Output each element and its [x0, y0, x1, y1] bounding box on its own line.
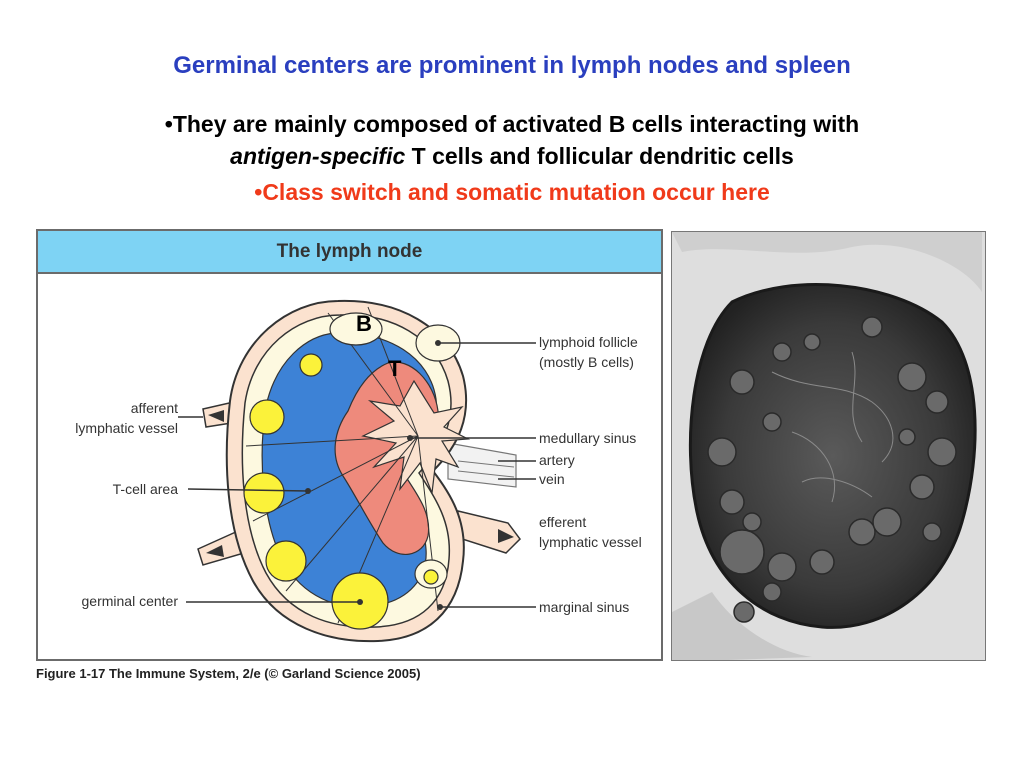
germinal-center-small	[299, 353, 323, 377]
germinal-center-tiny	[423, 569, 439, 585]
micrograph-image	[672, 232, 985, 660]
label-vein: vein	[539, 471, 565, 487]
germinal-center-2	[243, 472, 285, 514]
afferent-arrow-bottom	[206, 545, 224, 557]
lymph-node-diagram: B T afferent lymphatic vessel T-cell are…	[75, 299, 642, 643]
slide-title: Germinal centers are prominent in lymph …	[173, 52, 851, 79]
label-efferent-vessel: lymphatic vessel	[539, 534, 642, 550]
bullet-b-cells-line2-rest: T cells and follicular dendritic cells	[405, 143, 794, 169]
germinal-center-3	[265, 540, 307, 582]
artery-vein-shape	[447, 442, 517, 488]
lymph-node-figure: The lymph node	[36, 229, 663, 661]
label-mostly-b-cells: (mostly B cells)	[539, 354, 634, 370]
efferent-arrow	[498, 529, 514, 543]
label-t-cell-area: T-cell area	[113, 481, 179, 497]
efferent-vessel-shape	[455, 510, 521, 554]
bullet-class-switch: •Class switch and somatic mutation occur…	[254, 179, 770, 205]
label-afferent-vessel: lymphatic vessel	[75, 420, 178, 436]
afferent-arrow-top	[208, 410, 224, 422]
marker-t: T	[388, 356, 402, 381]
lymph-node-micrograph	[671, 231, 986, 661]
figure-caption: Figure 1-17 The Immune System, 2/e (© Ga…	[36, 666, 421, 681]
germinal-center-1	[249, 399, 285, 435]
label-marginal-sinus: marginal sinus	[539, 599, 629, 615]
label-artery: artery	[539, 452, 575, 468]
label-medullary-sinus: medullary sinus	[539, 430, 636, 446]
label-germinal-center: germinal center	[82, 593, 179, 609]
bullet-b-cells-line2: antigen-specific T cells and follicular …	[0, 140, 1024, 172]
bullet-b-cells: •They are mainly composed of activated B…	[0, 108, 1024, 172]
label-lymphoid-follicle: lymphoid follicle	[539, 334, 638, 350]
label-efferent: efferent	[539, 514, 586, 530]
antigen-specific-text: antigen-specific	[230, 143, 406, 169]
marker-b: B	[356, 311, 372, 336]
figure-header: The lymph node	[38, 231, 661, 274]
lymphoid-follicle-top	[329, 312, 383, 346]
label-afferent: afferent	[131, 400, 178, 416]
bullet-b-cells-line1: •They are mainly composed of activated B…	[164, 111, 860, 137]
